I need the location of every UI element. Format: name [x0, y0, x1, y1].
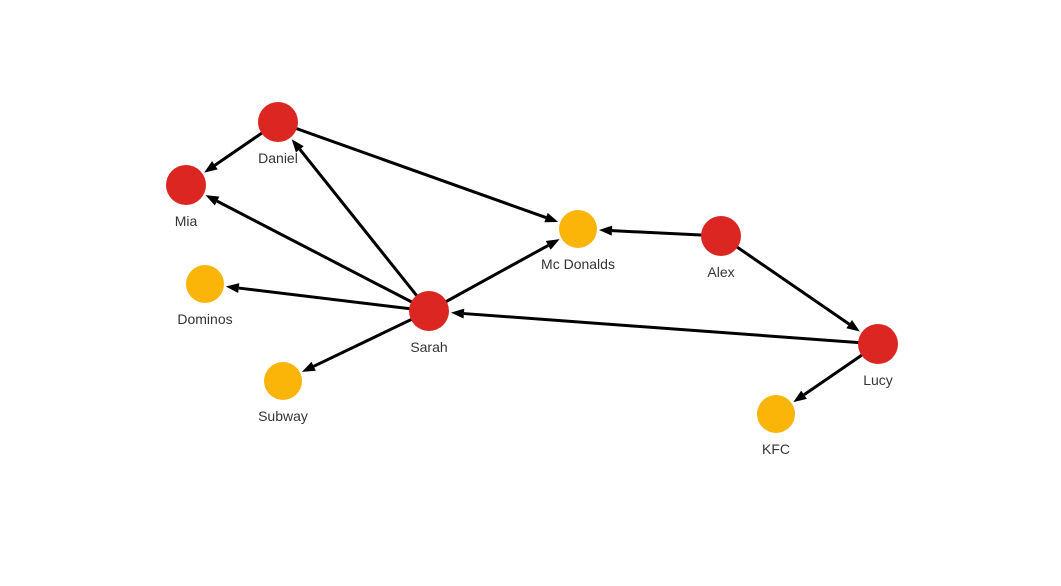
- edge-daniel-to-mc-donalds: [277, 120, 559, 223]
- edge-sarah-to-mia: [205, 195, 430, 313]
- edge-sarah-to-daniel: [291, 139, 431, 312]
- node-label-mc-donalds: Mc Donalds: [541, 256, 615, 272]
- arrowhead-icon: [598, 225, 613, 236]
- edge-line: [428, 244, 549, 313]
- node-kfc[interactable]: [757, 395, 795, 433]
- node-mc-donalds[interactable]: [559, 210, 597, 248]
- edge-alex-to-lucy: [720, 234, 860, 332]
- node-label-dominos: Dominos: [177, 311, 232, 327]
- node-label-lucy: Lucy: [863, 372, 893, 388]
- edge-line: [463, 312, 879, 346]
- edge-sarah-to-mc-donalds: [428, 239, 560, 313]
- edges-layer: [204, 120, 879, 403]
- node-label-subway: Subway: [258, 408, 308, 424]
- node-label-alex: Alex: [707, 264, 734, 280]
- node-sarah[interactable]: [409, 291, 449, 331]
- node-lucy[interactable]: [858, 324, 898, 364]
- edge-line: [313, 309, 430, 368]
- arrowhead-icon: [225, 283, 240, 294]
- edge-sarah-to-dominos: [225, 283, 430, 313]
- arrowhead-icon: [544, 212, 559, 223]
- arrowhead-icon: [204, 161, 218, 173]
- node-label-sarah: Sarah: [410, 339, 447, 355]
- arrowhead-icon: [205, 195, 220, 206]
- arrowhead-icon: [291, 139, 304, 153]
- edge-line: [720, 234, 851, 326]
- edge-lucy-to-sarah: [450, 308, 879, 346]
- arrowhead-icon: [450, 308, 465, 319]
- edge-sarah-to-subway: [301, 309, 430, 372]
- edge-line: [238, 286, 430, 313]
- edge-line: [216, 199, 430, 313]
- arrowhead-icon: [545, 239, 560, 250]
- nodes-layer: [166, 102, 898, 433]
- node-label-mia: Mia: [175, 213, 198, 229]
- node-daniel[interactable]: [258, 102, 298, 142]
- node-mia[interactable]: [166, 165, 206, 205]
- edge-line: [298, 148, 431, 312]
- arrowhead-icon: [301, 361, 316, 372]
- node-subway[interactable]: [264, 362, 302, 400]
- arrowhead-icon: [793, 390, 807, 403]
- node-label-kfc: KFC: [762, 441, 790, 457]
- node-dominos[interactable]: [186, 265, 224, 303]
- edge-line: [277, 120, 547, 219]
- node-label-daniel: Daniel: [258, 150, 298, 166]
- arrowhead-icon: [846, 320, 860, 332]
- node-alex[interactable]: [701, 216, 741, 256]
